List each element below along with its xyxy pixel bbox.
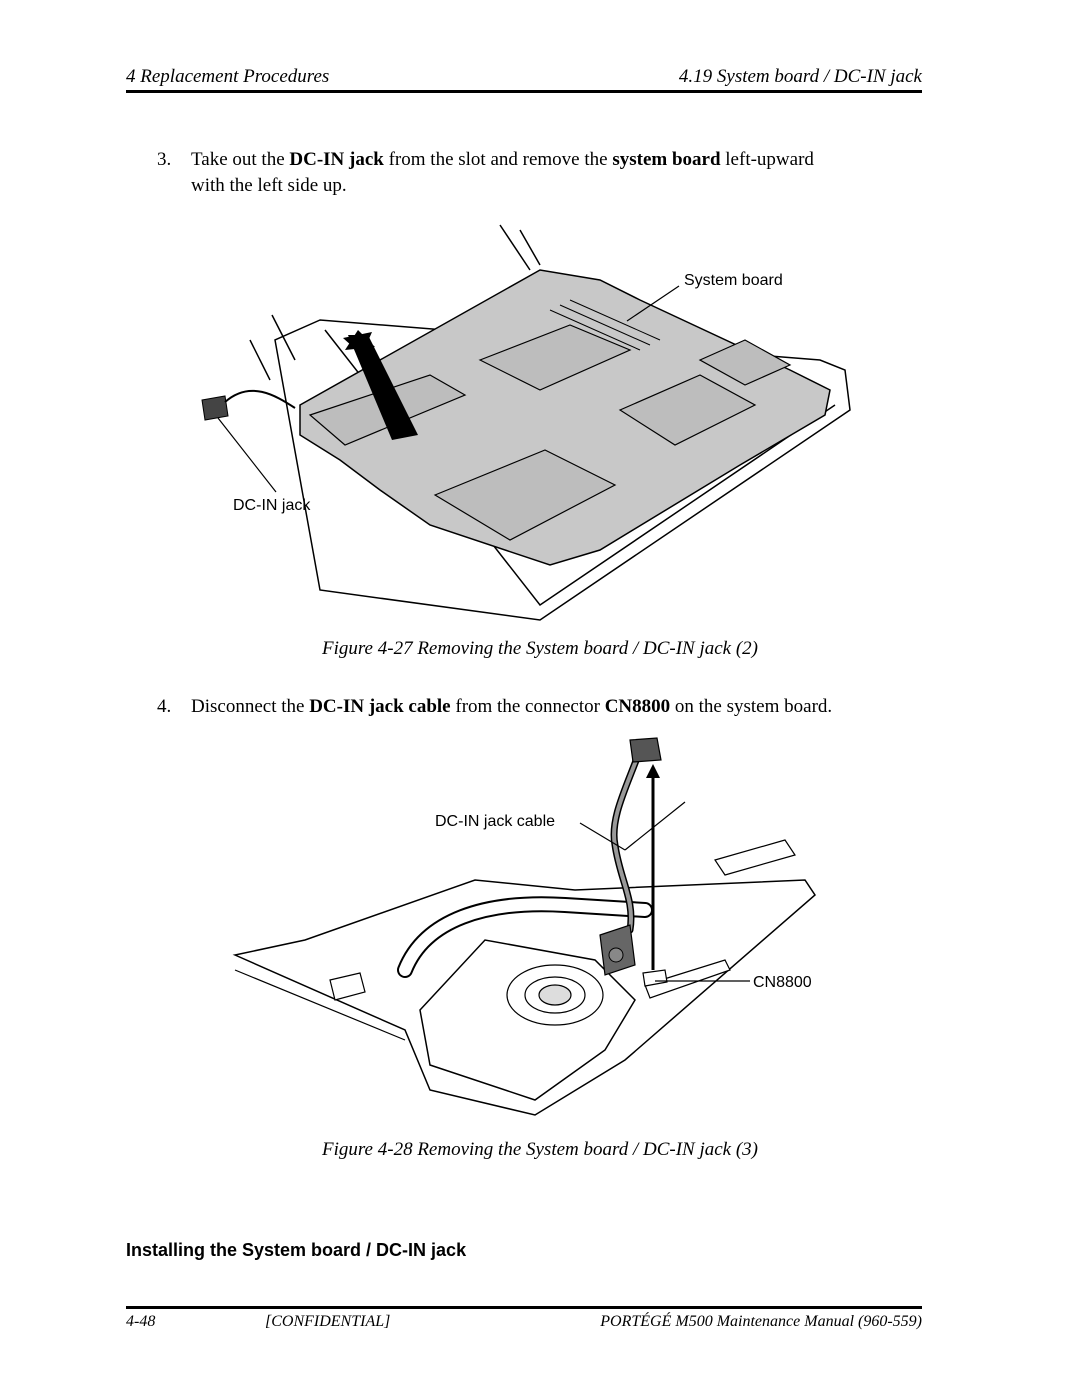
callout-leader-board [626, 285, 680, 322]
step-3-bold-dcin: DC-IN jack [289, 149, 384, 170]
step-3-number: 3. [157, 149, 172, 170]
step-4-bold-cable: DC-IN jack cable [309, 696, 451, 717]
header-rule [126, 90, 922, 93]
callout-cn8800: CN8800 [753, 974, 812, 991]
step-3-text-part: left-upward [720, 149, 814, 170]
header-chapter: 4 Replacement Procedures [126, 66, 330, 87]
figure-4-28-caption: Figure 4-28 Removing the System board / … [321, 1139, 759, 1160]
footer-rule [126, 1306, 922, 1309]
figure-4-27-illustration: System board DC-IN jack [201, 224, 851, 621]
cn8800-connector [642, 969, 668, 987]
section-heading: Installing the System board / DC-IN jack [126, 1240, 467, 1260]
step-3-bold-board: system board [612, 149, 721, 170]
footer-page-number: 4-48 [126, 1313, 156, 1330]
footer-confidential: [CONFIDENTIAL] [265, 1313, 391, 1330]
figure-4-28-illustration: DC-IN jack cable CN8800 [232, 737, 816, 1116]
step-3-text-part: Take out the [191, 149, 290, 170]
system-board-shape [299, 269, 831, 566]
page-header: 4 Replacement Procedures 4.19 System boa… [126, 64, 922, 92]
figure-4-27-caption: Figure 4-27 Removing the System board / … [321, 638, 759, 659]
step-3-text-part: from the slot and remove the [383, 149, 613, 170]
dc-in-jack-part [201, 389, 296, 421]
step-4-text-part: Disconnect the [191, 696, 310, 717]
footer-manual-title: PORTÉGÉ M500 Maintenance Manual (960-559… [600, 1313, 922, 1330]
lift-arrow [348, 335, 418, 440]
step-4-bold-connector: CN8800 [604, 696, 671, 717]
step-4-text: Disconnect the DC-IN jack cable from the… [191, 694, 832, 720]
callout-leader-jack [217, 417, 277, 493]
step-3-line-2: with the left side up. [191, 175, 347, 196]
callout-dc-in-jack: DC-IN jack [233, 497, 311, 514]
step-3-text: Take out the DC-IN jack from the slot an… [191, 147, 814, 199]
step-4-number: 4. [157, 696, 172, 717]
step-4-text-part: on the system board. [670, 696, 833, 717]
step-4-text-part: from the connector [450, 696, 605, 717]
callout-dc-in-jack-cable: DC-IN jack cable [435, 813, 555, 830]
header-section: 4.19 System board / DC-IN jack [678, 66, 922, 87]
callout-system-board: System board [684, 272, 783, 289]
callout-leader-cable [579, 822, 626, 851]
